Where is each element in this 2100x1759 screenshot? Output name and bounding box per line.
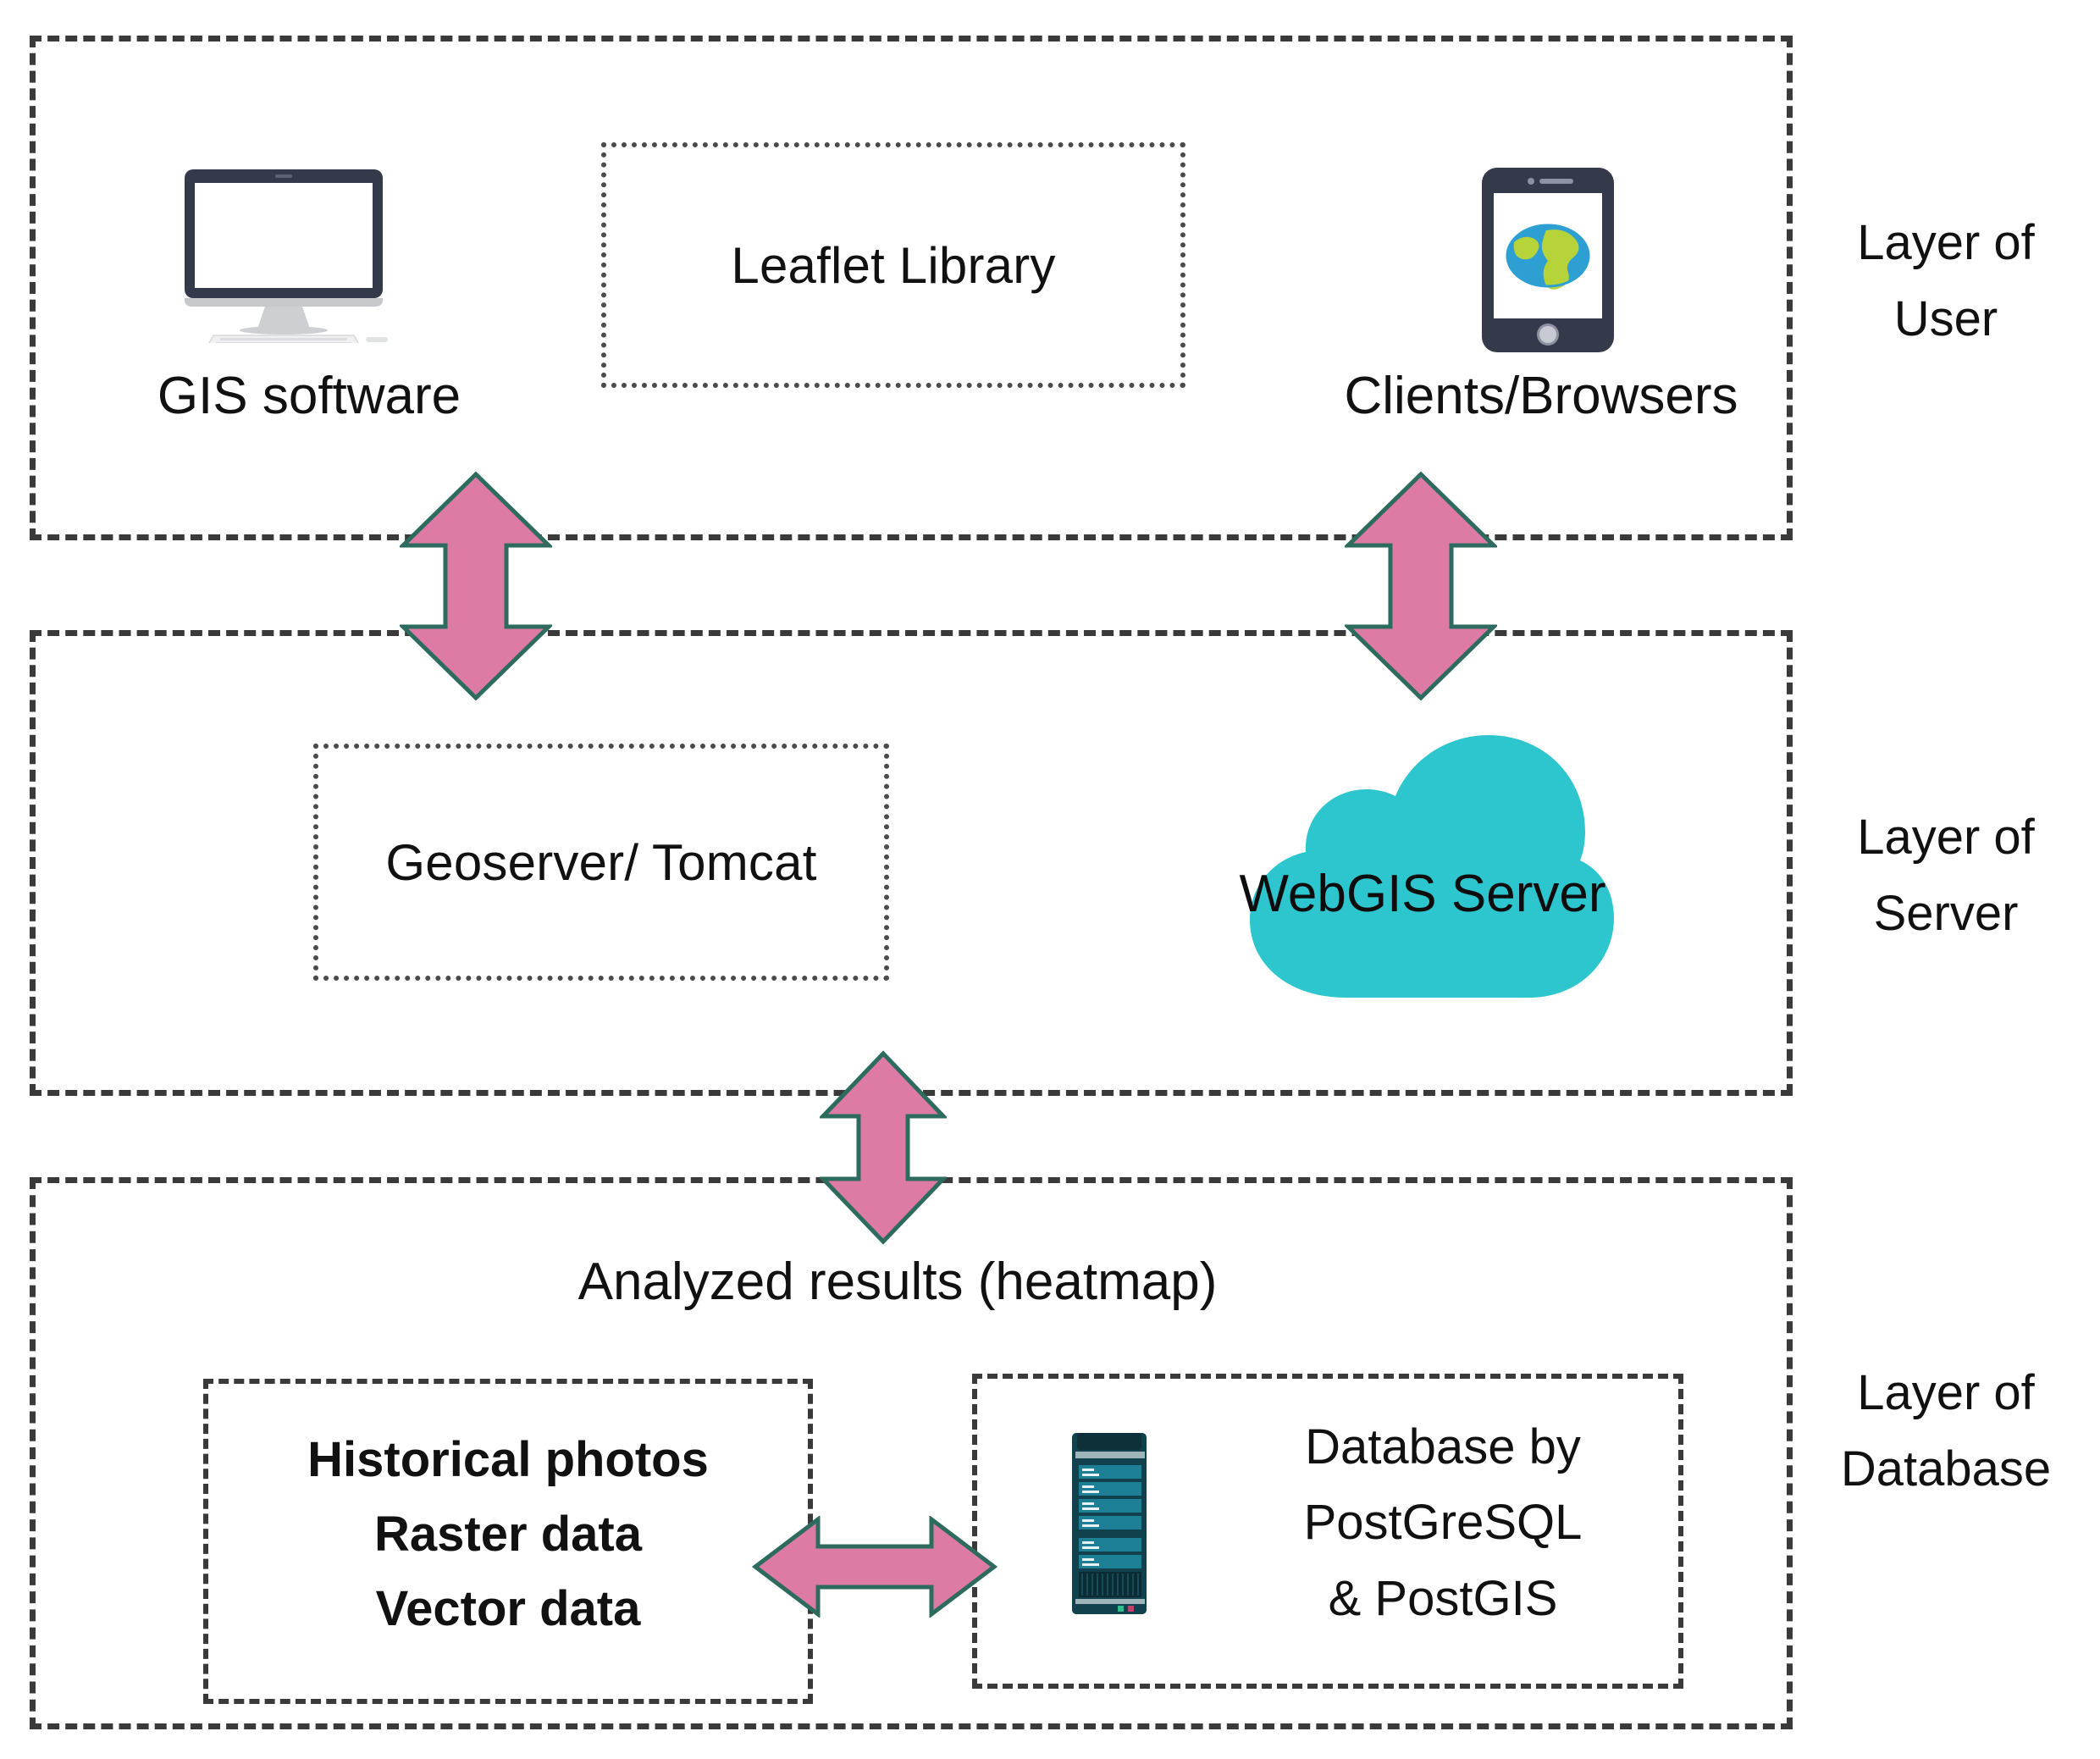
layer-database-label-line2: Database xyxy=(1840,1441,2052,1496)
layer-database-label-line1: Layer of xyxy=(1857,1365,2035,1420)
server-rack-icon xyxy=(1069,1431,1152,1616)
mobile-phone-globe-icon xyxy=(1480,168,1616,352)
leaflet-library-label: Leaflet Library xyxy=(731,236,1056,294)
clients-browsers-label: Clients/Browsers xyxy=(1344,367,1738,425)
analyzed-results-label: Analyzed results (heatmap) xyxy=(578,1253,1218,1311)
database-line-1: Database by xyxy=(1305,1419,1581,1474)
database-box[interactable]: Database by PostGreSQL & PostGIS xyxy=(972,1374,1683,1689)
desktop-monitor-icon xyxy=(169,169,398,348)
data-sources-lines: Historical photos Raster data Vector dat… xyxy=(208,1423,808,1646)
data-source-line-1: Historical photos xyxy=(307,1432,709,1487)
layer-server-label: Layer of Server xyxy=(1793,799,2098,952)
data-sources-box[interactable]: Historical photos Raster data Vector dat… xyxy=(203,1379,813,1704)
database-lines: Database by PostGreSQL & PostGIS xyxy=(1231,1409,1655,1636)
database-line-3: & PostGIS xyxy=(1328,1570,1558,1626)
layer-user-label-line1: Layer of xyxy=(1857,215,2035,270)
geoserver-tomcat-label: Geoserver/ Tomcat xyxy=(385,833,817,891)
double-arrow-vertical-icon xyxy=(818,1050,948,1245)
geoserver-tomcat-box[interactable]: Geoserver/ Tomcat xyxy=(313,744,889,981)
double-arrow-horizontal-icon xyxy=(751,1514,998,1619)
layer-user-container xyxy=(30,36,1793,540)
data-source-line-2: Raster data xyxy=(374,1507,642,1563)
layer-server-label-line1: Layer of xyxy=(1857,810,2035,865)
cloud-icon xyxy=(1219,728,1626,1008)
layer-user-label: Layer of User xyxy=(1793,205,2098,357)
double-arrow-vertical-icon xyxy=(397,471,555,701)
layer-user-label-line2: User xyxy=(1893,290,1998,346)
layer-server-label-line2: Server xyxy=(1873,885,2019,941)
leaflet-library-box[interactable]: Leaflet Library xyxy=(601,142,1185,388)
double-arrow-vertical-icon xyxy=(1342,471,1500,701)
layer-database-label: Layer of Database xyxy=(1793,1355,2098,1507)
gis-software-label: GIS software xyxy=(157,367,461,425)
database-line-2: PostGreSQL xyxy=(1303,1495,1583,1551)
data-source-line-3: Vector data xyxy=(375,1581,641,1637)
